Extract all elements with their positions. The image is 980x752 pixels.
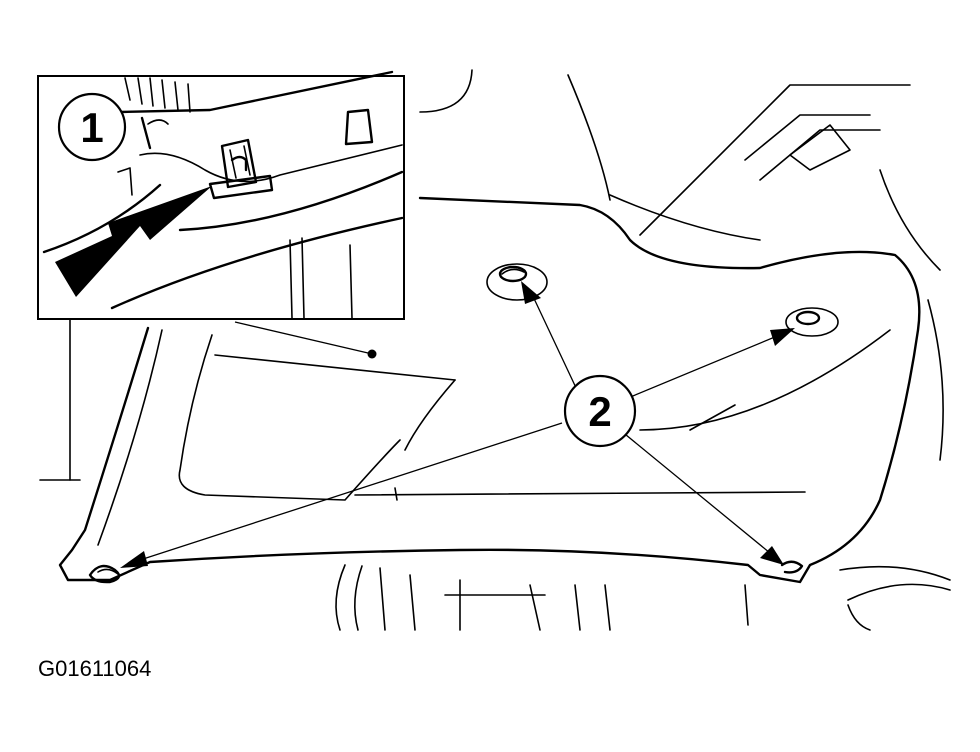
callout-2-label: 2: [588, 388, 611, 435]
retaining-clip: [208, 138, 274, 200]
fastener-holes: [88, 263, 839, 584]
figure-code: G01611064: [38, 656, 151, 681]
callout-2: 2: [563, 374, 637, 448]
trim-panel: [58, 196, 921, 584]
fastener-hole-upper: [486, 263, 548, 301]
callout-2-leaders: [120, 281, 795, 568]
callout-1: 1: [57, 92, 127, 162]
fastener-hole-right: [785, 307, 839, 337]
reference-dot: [367, 349, 377, 359]
removal-arrow: [55, 186, 212, 297]
callout-1-label: 1: [80, 104, 103, 151]
fastener-hole-lower-right: [780, 560, 804, 574]
fastener-hole-lower-left: [88, 564, 121, 584]
vehicle-body-lines: [39, 69, 951, 631]
